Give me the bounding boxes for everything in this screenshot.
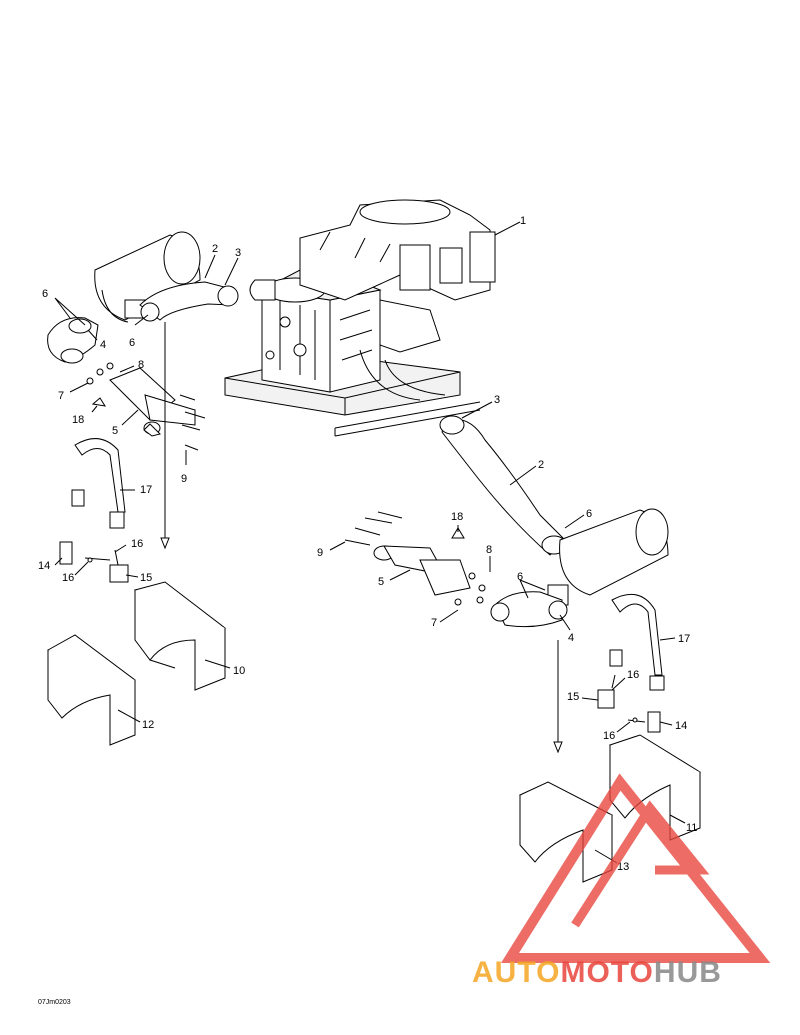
- outlet-hose-right: [490, 591, 568, 628]
- callout-16: 16: [603, 730, 615, 742]
- exhaust-pipe-left: [109, 367, 196, 437]
- callout-9: 9: [317, 547, 323, 559]
- callout-12: 12: [142, 719, 154, 731]
- callout-11: 11: [686, 822, 697, 834]
- drawing-code: 07Jm0203: [38, 999, 71, 1006]
- fasteners-right: [344, 511, 486, 606]
- callout-3: 3: [235, 247, 241, 259]
- strap-right: [609, 593, 665, 691]
- callout-4: 4: [100, 339, 106, 351]
- callout-6: 6: [42, 288, 48, 300]
- callout-8: 8: [138, 359, 144, 371]
- bracket-right: [597, 674, 661, 733]
- muffler-right: [547, 508, 669, 606]
- engine-assembly: [224, 199, 496, 437]
- callout-6: 6: [129, 337, 135, 349]
- insulation-block-12: [47, 634, 136, 746]
- callout-15: 15: [567, 691, 579, 703]
- callout-14: 14: [38, 560, 50, 572]
- exhaust-pipe-right: [373, 527, 471, 596]
- leader-lines: [54, 221, 686, 864]
- callout-17: 17: [678, 633, 690, 645]
- callout-17: 17: [140, 484, 152, 496]
- callout-6: 6: [517, 571, 523, 583]
- callout-13: 13: [617, 861, 629, 873]
- callout-5: 5: [112, 425, 118, 437]
- arrow-head-right: [553, 741, 563, 754]
- callout-1: 1: [520, 215, 526, 227]
- callout-10: 10: [233, 665, 245, 677]
- callout-3: 3: [494, 394, 500, 406]
- callout-6: 6: [586, 508, 592, 520]
- callout-4: 4: [568, 632, 574, 644]
- insulation-block-13: [518, 781, 614, 883]
- callout-16: 16: [131, 538, 143, 550]
- bracket-left: [59, 541, 129, 583]
- arrow-head-left: [160, 537, 170, 550]
- callout-9: 9: [181, 473, 187, 485]
- insulation-block-10: [133, 581, 227, 691]
- callout-18: 18: [72, 414, 84, 426]
- callout-2: 2: [212, 243, 218, 255]
- callout-labels: 1 2 3 6 6 4 8 7 18 5 9 17 16 14 16 15 10…: [38, 215, 697, 873]
- callout-2: 2: [538, 459, 544, 471]
- callout-15: 15: [140, 572, 152, 584]
- callout-7: 7: [58, 390, 64, 402]
- callout-16: 16: [627, 669, 639, 681]
- callout-14: 14: [675, 720, 687, 732]
- callout-7: 7: [431, 617, 437, 629]
- outlet-hose-left: [47, 317, 99, 364]
- callout-18: 18: [451, 511, 463, 523]
- watermark-text: AUTOMOTOHUB: [472, 956, 722, 989]
- strap-left: [71, 438, 126, 529]
- fasteners-left: [86, 362, 206, 451]
- insulation-block-11: [608, 734, 702, 841]
- watermark-logo: [500, 773, 771, 963]
- callout-8: 8: [486, 544, 492, 556]
- callout-16: 16: [62, 572, 74, 584]
- callout-5: 5: [378, 576, 384, 588]
